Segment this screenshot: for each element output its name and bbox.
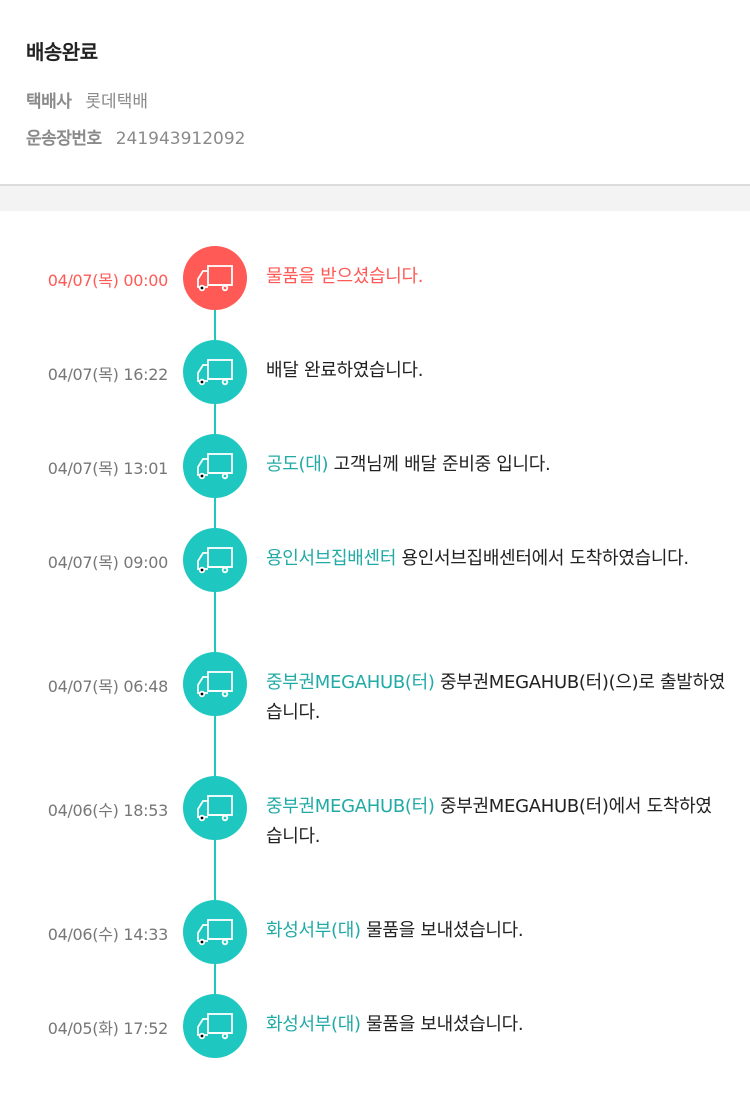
truck-icon (183, 776, 247, 840)
event-message: 용인서브집배센터 용인서브집배센터에서 도착하였습니다. (266, 544, 726, 574)
event-message: 화성서부(대) 물품을 보내셨습니다. (266, 916, 726, 946)
event-text: 중부권MEGAHUB(터)(으)로 출발하였습니다. (266, 672, 726, 723)
event-message: 화성서부(대) 물품을 보내셨습니다. (266, 1010, 726, 1040)
divider-band (0, 186, 750, 211)
carrier-row: 택배사 롯데택배 (26, 87, 750, 112)
event-message: 물품을 받으셨습니다. (266, 262, 726, 292)
event-text: 중부권MEGAHUB(터)에서 도착하였습니다. (266, 796, 712, 847)
timeline-item: 04/07(목) 00:00 물품을 받으셨습니다. (0, 246, 750, 340)
timeline-item: 04/07(목) 13:01 공도(대) 고객님께 배달 준비중 입니다. (0, 434, 750, 528)
carrier-value: 롯데택배 (85, 92, 148, 112)
event-date: 04/07(목) 13:01 (47, 459, 169, 478)
event-date: 04/06(수) 14:33 (47, 925, 169, 944)
truck-icon (183, 900, 247, 964)
event-location: 공도(대) (266, 454, 329, 475)
truck-icon (183, 652, 247, 716)
timeline-item: 04/07(목) 06:48 중부권MEGAHUB(터) 중부권MEGAHUB(… (0, 652, 750, 776)
tracking-number: 241943912092 (115, 129, 246, 149)
delivery-summary: 배송완료 택배사 롯데택배 운송장번호 241943912092 (0, 0, 750, 186)
event-location: 중부권MEGAHUB(터) (266, 672, 435, 693)
event-date: 04/06(수) 18:53 (47, 801, 169, 820)
event-message: 중부권MEGAHUB(터) 중부권MEGAHUB(터)에서 도착하였습니다. (266, 792, 726, 852)
event-text: 물품을 보내셨습니다. (366, 920, 524, 941)
event-date: 04/07(목) 16:22 (47, 365, 169, 384)
truck-icon (183, 994, 247, 1058)
event-text: 물품을 받으셨습니다. (266, 266, 424, 287)
event-date: 04/07(목) 09:00 (47, 553, 169, 572)
carrier-label: 택배사 (26, 92, 72, 112)
event-date: 04/07(목) 00:00 (47, 271, 169, 290)
timeline-item: 04/06(수) 18:53 중부권MEGAHUB(터) 중부권MEGAHUB(… (0, 776, 750, 900)
status-title: 배송완료 (26, 40, 98, 64)
event-message: 공도(대) 고객님께 배달 준비중 입니다. (266, 450, 726, 480)
timeline-item: 04/07(목) 09:00 용인서브집배센터 용인서브집배센터에서 도착하였습… (0, 528, 750, 652)
event-location: 화성서부(대) (266, 920, 361, 941)
event-message: 중부권MEGAHUB(터) 중부권MEGAHUB(터)(으)로 출발하였습니다. (266, 668, 726, 728)
timeline-item: 04/07(목) 16:22 배달 완료하였습니다. (0, 340, 750, 434)
event-date: 04/07(목) 06:48 (47, 677, 169, 696)
timeline-item: 04/06(수) 14:33 화성서부(대) 물품을 보내셨습니다. (0, 900, 750, 994)
event-text: 물품을 보내셨습니다. (366, 1014, 524, 1035)
event-date: 04/05(화) 17:52 (47, 1019, 169, 1038)
truck-icon (183, 340, 247, 404)
truck-icon (183, 434, 247, 498)
truck-icon (183, 246, 247, 310)
tracking-label: 운송장번호 (26, 129, 102, 149)
event-location: 용인서브집배센터 (266, 548, 397, 569)
event-location: 중부권MEGAHUB(터) (266, 796, 435, 817)
tracking-row: 운송장번호 241943912092 (26, 124, 750, 149)
timeline-item: 04/05(화) 17:52 화성서부(대) 물품을 보내셨습니다. (0, 994, 750, 1088)
event-message: 배달 완료하였습니다. (266, 356, 726, 386)
event-text: 배달 완료하였습니다. (266, 360, 424, 381)
event-location: 화성서부(대) (266, 1014, 361, 1035)
event-text: 용인서브집배센터에서 도착하였습니다. (401, 548, 690, 569)
tracking-timeline: 04/07(목) 00:00 물품을 받으셨습니다.04/07(목) 16:22… (0, 246, 750, 1088)
truck-icon (183, 528, 247, 592)
event-text: 고객님께 배달 준비중 입니다. (333, 454, 551, 475)
